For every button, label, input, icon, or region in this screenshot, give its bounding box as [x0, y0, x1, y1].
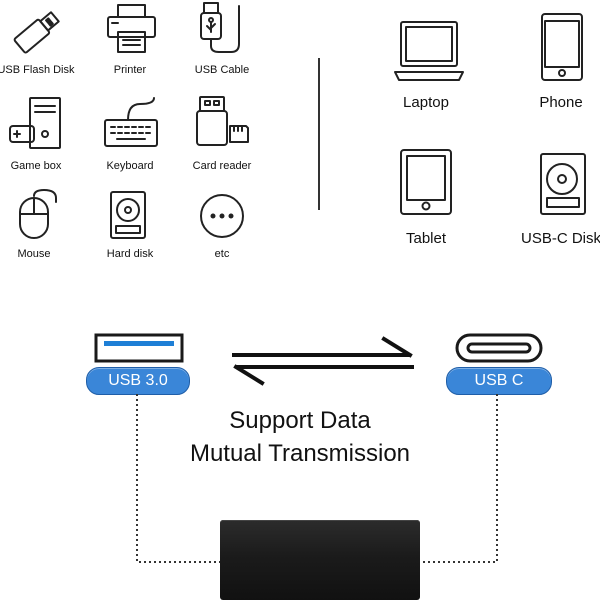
target-label: Laptop: [403, 94, 449, 111]
device-label: Card reader: [192, 160, 252, 172]
usb-a-port-icon: [94, 333, 184, 363]
target-label: USB-C Disk: [520, 230, 600, 247]
tablet-icon: [400, 149, 452, 215]
device-label: Game box: [10, 160, 62, 172]
device-label: etc: [214, 248, 230, 260]
caption-line2: Mutual Transmission: [189, 440, 411, 467]
game-box-icon: [9, 97, 61, 149]
usb-cable-icon: [200, 2, 240, 53]
usb-flash-disk-icon: [13, 11, 60, 54]
transfer-arrows-icon: [232, 336, 414, 386]
device-label: Mouse: [17, 248, 51, 260]
usb-c-disk-icon: [540, 153, 586, 215]
more-icon: [200, 194, 244, 238]
usb-c-port-icon: [455, 333, 543, 363]
device-label: Hard disk: [106, 248, 154, 260]
phone-icon: [541, 13, 583, 81]
device-label: Printer: [113, 64, 147, 76]
divider: [318, 58, 320, 210]
usb-c-badge: USB C: [446, 367, 552, 395]
mouse-icon: [19, 189, 57, 239]
target-label: Tablet: [405, 230, 447, 247]
target-label: Phone: [539, 94, 583, 111]
usb-3-badge: USB 3.0: [86, 367, 190, 395]
device-label: USB Flash Disk: [0, 64, 75, 76]
printer-icon: [107, 4, 156, 53]
keyboard-icon: [104, 97, 158, 147]
laptop-icon: [394, 21, 464, 81]
card-reader-icon: [196, 96, 249, 146]
caption-line1: Support Data: [229, 407, 371, 434]
hard-disk-icon: [110, 191, 146, 239]
device-label: USB Cable: [194, 64, 250, 76]
device-label: Keyboard: [106, 160, 154, 172]
adapter-body: [220, 520, 420, 600]
